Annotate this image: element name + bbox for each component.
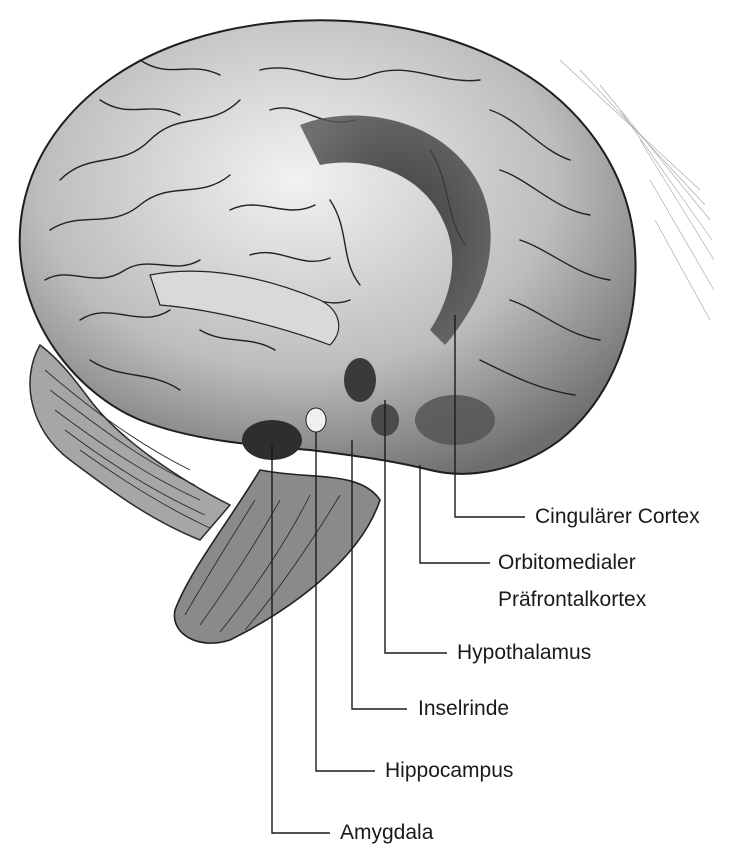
label-hypothalamus: Hypothalamus (457, 641, 592, 664)
hippocampus-region (305, 407, 327, 433)
leader-lines (271, 315, 525, 834)
cerebellum (29, 343, 232, 541)
cerebral-hemisphere (18, 19, 637, 475)
leader-line-hippocampus (315, 432, 375, 772)
amygdala-region (242, 420, 302, 460)
cingulate-region (300, 115, 491, 346)
leader-line-orbitomedial (419, 465, 490, 564)
leader-line-hypothalamus (384, 400, 447, 654)
hatching-shadow (559, 59, 715, 321)
label-orbitomedial-line1: Orbitomedialer (498, 551, 636, 574)
label-cingulate: Cingulärer Cortex (535, 505, 700, 528)
brain-stem (173, 469, 381, 644)
leader-line-insula (351, 440, 407, 710)
label-orbitomedial-line2: Präfrontalkortex (498, 588, 647, 611)
label-amygdala: Amygdala (340, 821, 434, 844)
leader-line-amygdala (271, 445, 330, 834)
leader-line-cingulate (454, 315, 525, 518)
temporal-opening (149, 270, 340, 346)
label-insula: Inselrinde (418, 697, 510, 720)
insula-region (344, 358, 376, 402)
label-hippocampus: Hippocampus (385, 759, 514, 782)
